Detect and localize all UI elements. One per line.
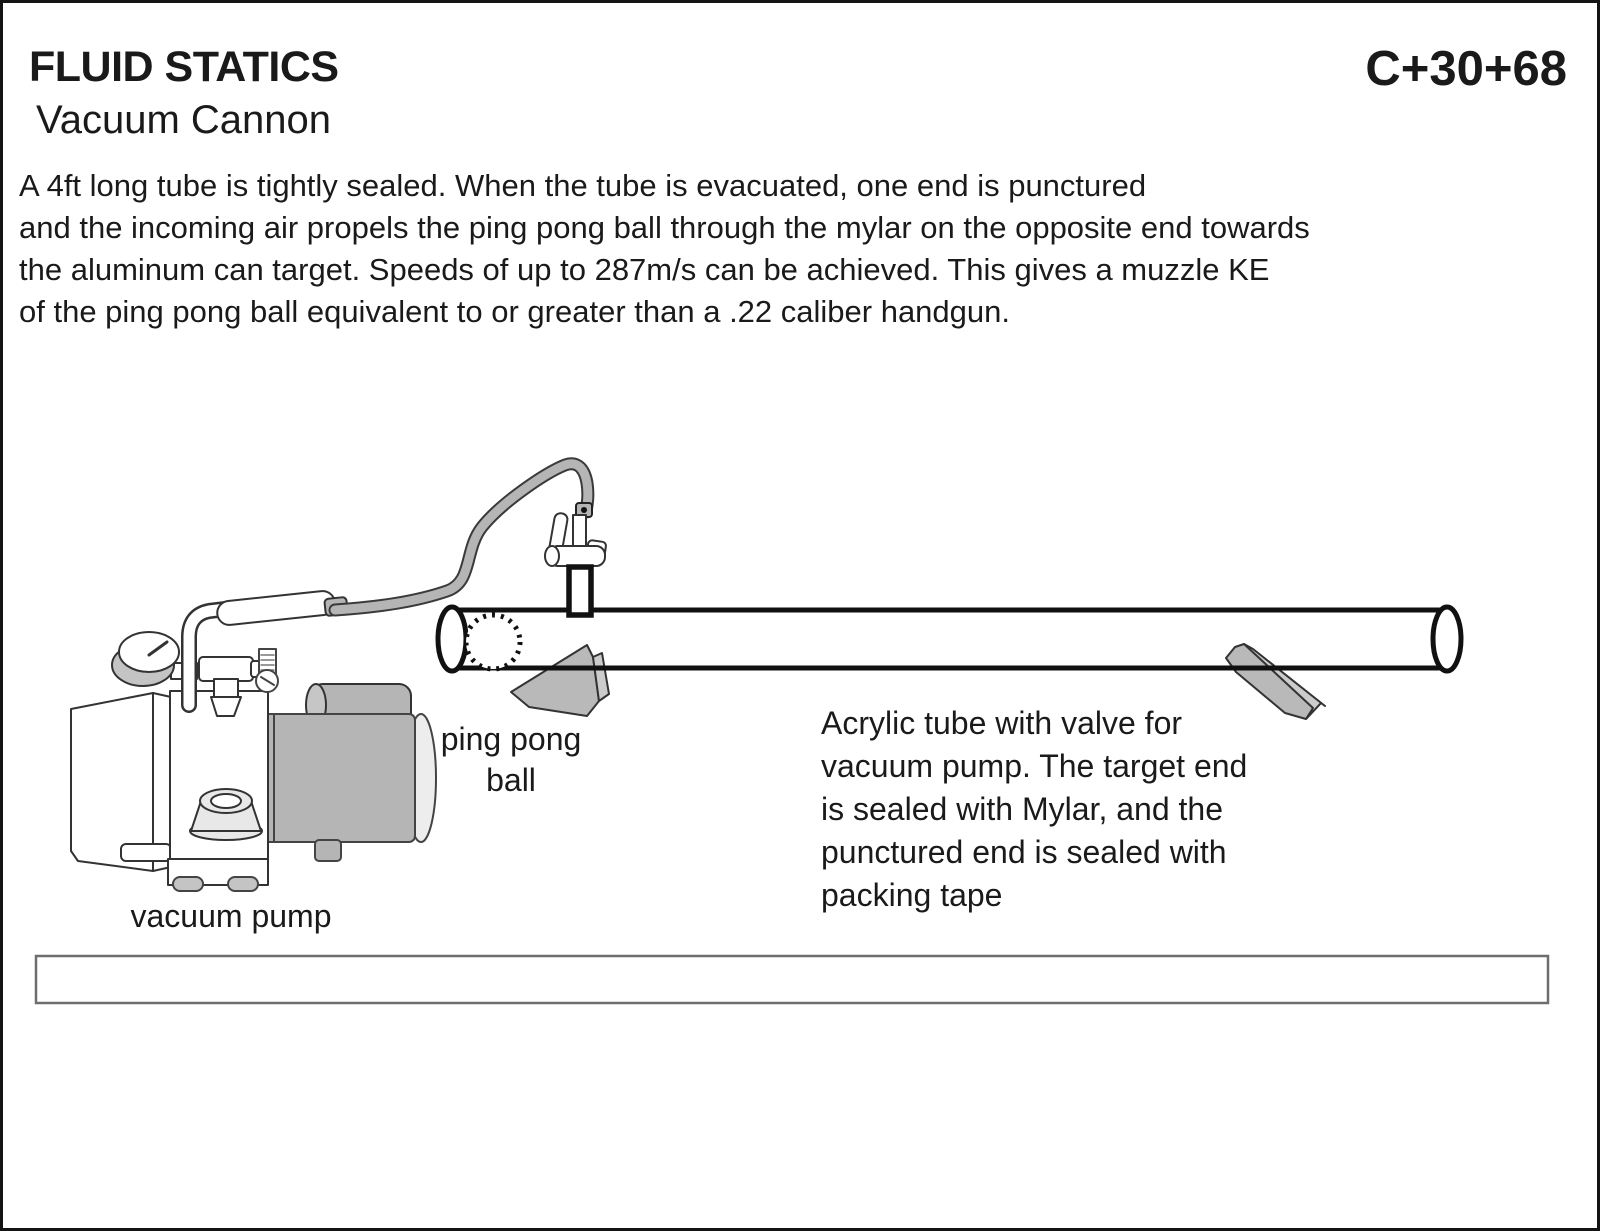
label-ping-pong-ball: ping pong ball bbox=[440, 721, 582, 798]
demo-code: C+30+68 bbox=[1365, 42, 1567, 96]
tube-support-right bbox=[1225, 643, 1326, 720]
vacuum-hose bbox=[328, 457, 595, 617]
page-title: Vacuum Cannon bbox=[36, 98, 331, 142]
stopcock-valve bbox=[544, 512, 607, 572]
t-fitting bbox=[198, 656, 266, 717]
motor-foot bbox=[314, 839, 342, 862]
demo-description: A 4ft long tube is tightly sealed. When … bbox=[19, 168, 1310, 329]
housing-tab bbox=[120, 843, 172, 862]
pump-motor bbox=[260, 713, 416, 843]
apparatus-diagram bbox=[34, 457, 1550, 1005]
valve-port bbox=[566, 564, 594, 618]
oil-port bbox=[189, 788, 263, 841]
vacuum-pump-illustration bbox=[70, 590, 437, 892]
ping-pong-ball bbox=[463, 612, 523, 672]
pump-handle bbox=[216, 590, 336, 626]
pressure-gauge bbox=[111, 631, 180, 687]
bench-outline bbox=[34, 954, 1550, 1005]
label-vacuum-pump: vacuum pump bbox=[130, 898, 332, 934]
pump-foot-right bbox=[227, 876, 259, 892]
pump-housing-left bbox=[70, 692, 172, 872]
screw bbox=[255, 648, 279, 693]
tube-open-end-left bbox=[435, 604, 469, 674]
page-category: FLUID STATICS bbox=[29, 43, 339, 91]
intake-pipe bbox=[181, 597, 267, 713]
tube-target-end-right bbox=[1430, 604, 1464, 674]
label-acrylic-tube: Acrylic tube with valve for vacuum pump.… bbox=[821, 705, 1248, 913]
acrylic-tube-body bbox=[452, 609, 1447, 669]
hose-end-dot bbox=[581, 507, 587, 513]
tube-support-left bbox=[510, 644, 610, 717]
pump-foot-left bbox=[172, 876, 204, 892]
